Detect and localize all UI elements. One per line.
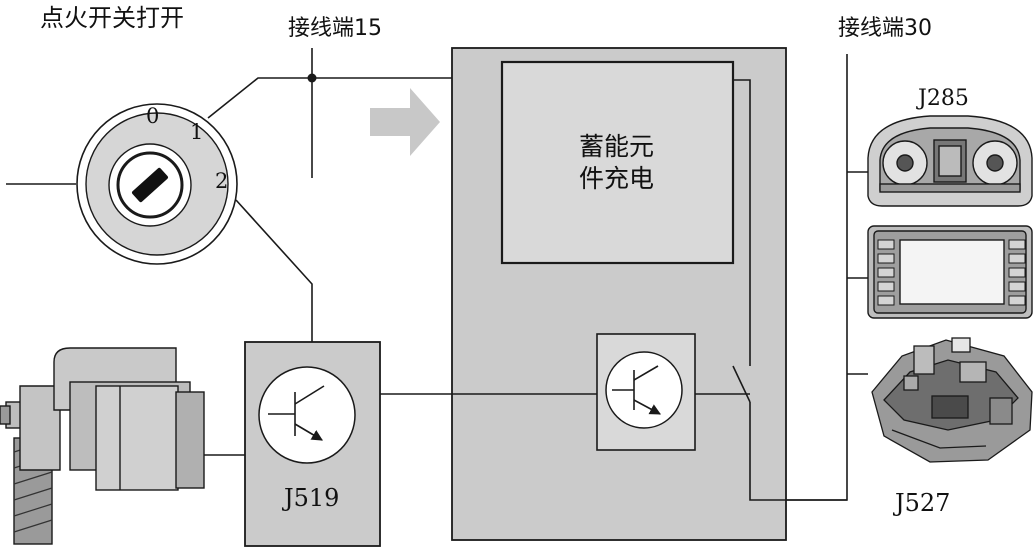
- terminal-15-wire: [207, 77, 502, 119]
- key-icon: [132, 167, 168, 203]
- energy-storage-box: [500, 60, 735, 265]
- terminal-30-label: 接线端30: [838, 16, 932, 41]
- ignition-switch-icon: [76, 103, 238, 265]
- starter-motor-icon: [0, 347, 205, 545]
- j519-control-unit: [244, 341, 381, 547]
- transistor-icon: [612, 365, 661, 415]
- right-arrow-icon: [370, 88, 440, 156]
- terminal-15-label: 接线端15: [288, 16, 382, 41]
- storage-label-line2: 件充电: [579, 164, 655, 193]
- ignition-on-label: 点火开关打开: [40, 4, 184, 32]
- terminal-15-junction: [307, 73, 317, 83]
- j285-label: J285: [918, 86, 969, 111]
- transistor-icon: [268, 385, 325, 441]
- radio-navigation-icon: [867, 225, 1033, 319]
- j527-label: J527: [895, 489, 951, 517]
- switch-position-2: 2: [215, 169, 229, 193]
- steering-column-module-icon: [871, 337, 1033, 463]
- j519-label: J519: [284, 484, 340, 512]
- pos2-to-j519-wire: [235, 199, 313, 342]
- central-control-unit: [451, 47, 787, 541]
- overlay-wires: [452, 79, 847, 501]
- switch-position-0: 0: [146, 104, 160, 128]
- instrument-cluster-icon: [867, 115, 1033, 207]
- storage-label-line1: 蓄能元: [579, 132, 655, 161]
- switch-position-1: 1: [190, 120, 204, 144]
